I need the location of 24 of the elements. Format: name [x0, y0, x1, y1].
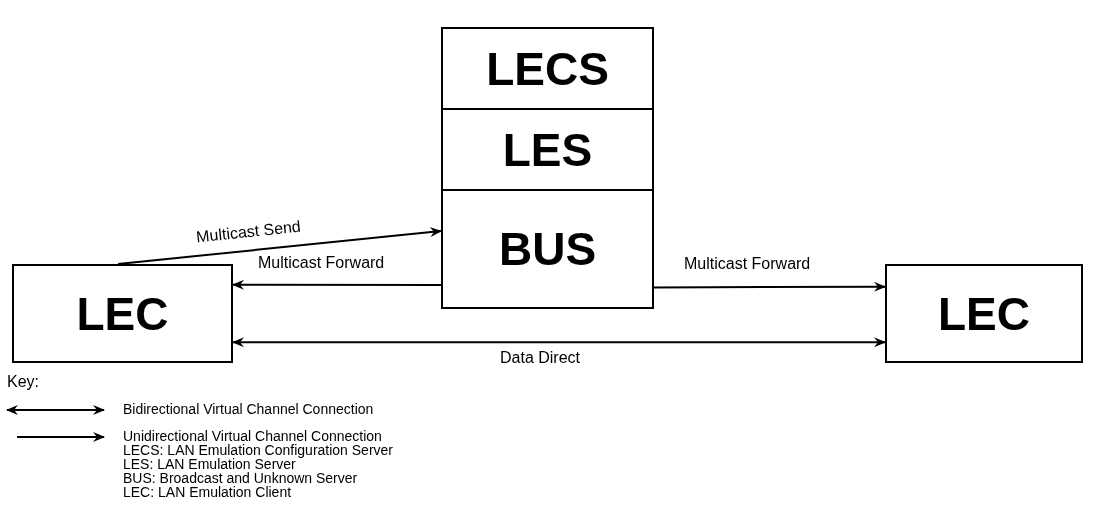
edge-label: Multicast Forward: [258, 254, 385, 272]
legend-text: Bidirectional Virtual Channel Connection: [123, 402, 374, 417]
node-label: LECS: [486, 45, 609, 92]
arrow: [232, 279, 442, 290]
node-label: BUS: [498, 226, 597, 272]
edge-label: Multicast Forward: [684, 255, 811, 273]
process-box: [441, 27, 654, 110]
process-box: [885, 264, 1083, 363]
node-label: LEC: [938, 290, 1030, 337]
node-label: LES: [502, 126, 593, 173]
arrow: [653, 281, 886, 292]
node-label: LEC: [76, 290, 169, 337]
abbreviation-note: LECS: LAN Emulation Configuration Server: [123, 443, 394, 458]
abbreviation-note: BUS: Broadcast and Unknown Server: [123, 471, 358, 486]
legend-text: Unidirectional Virtual Channel Connection: [123, 429, 382, 444]
arrow: [232, 337, 886, 348]
process-box: [441, 189, 654, 309]
edge-label: Data Direct: [500, 349, 581, 367]
edge-label: Multicast Send: [195, 217, 302, 247]
process-box: [12, 264, 233, 363]
abbreviation-note: LES: LAN Emulation Server: [123, 457, 296, 472]
process-box: [441, 108, 654, 191]
abbreviation-note: LEC: LAN Emulation Client: [123, 485, 292, 500]
arrow: [117, 227, 442, 265]
